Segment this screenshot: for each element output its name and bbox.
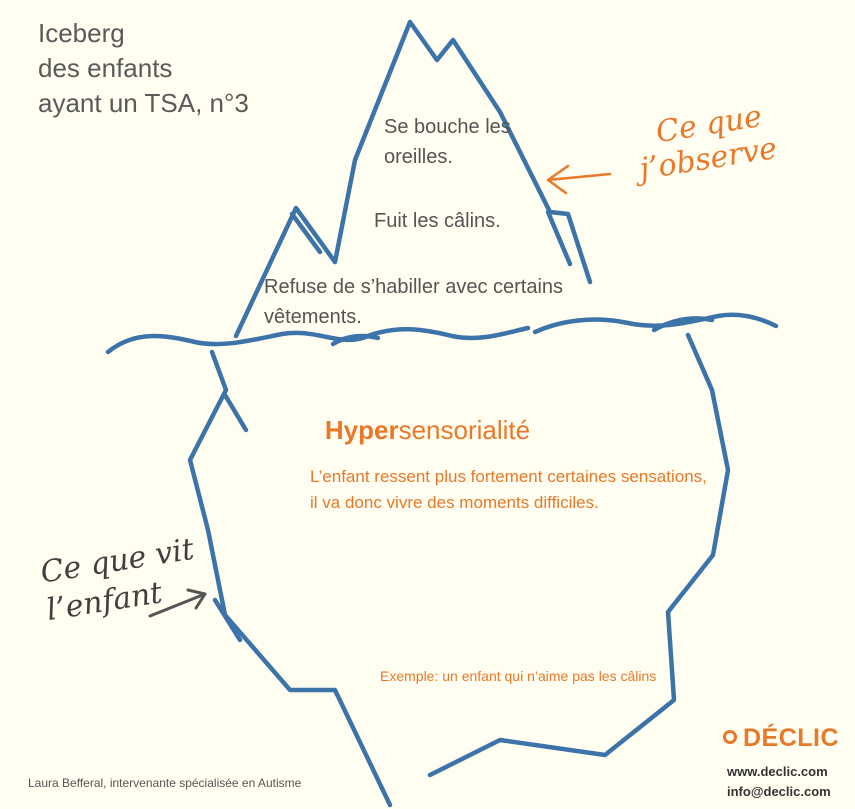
observation-line: Se bouche les xyxy=(384,116,511,138)
observation-line: Refuse de s’habiller avec certains xyxy=(264,276,564,298)
diagram-title: Iceberg des enfants ayant un TSA, n°3 xyxy=(38,16,249,121)
iceberg-body-inner-line xyxy=(222,392,249,433)
observation-line: vêtements. xyxy=(264,306,362,328)
observation-avoids-hugs: Fuit les câlins. xyxy=(374,210,501,232)
core-heading-rest: sensorialité xyxy=(398,415,531,445)
declic-logo: DÉCLIC xyxy=(723,724,839,753)
arrow-observe-icon xyxy=(546,164,612,195)
author-credit: Laura Befferal, intervenante spécialisée… xyxy=(28,776,302,790)
iceberg-tip-inner-line xyxy=(289,211,323,255)
example-text: Exemple: un enfant qui n’aime pas les câ… xyxy=(380,668,657,684)
waterline-wave xyxy=(105,325,531,355)
description-line: L’enfant ressent plus fortement certaine… xyxy=(310,467,707,486)
observation-line: oreilles. xyxy=(384,146,453,168)
core-heading-bold: Hyper xyxy=(324,415,399,445)
title-line: des enfants xyxy=(38,53,173,83)
iceberg-tip-inner-line xyxy=(545,209,573,267)
website-link[interactable]: www.declic.com xyxy=(727,764,828,779)
observation-ear-covering: Se bouche les oreilles. xyxy=(384,112,511,172)
iceberg-body-inner-line xyxy=(212,597,243,643)
title-line: Iceberg xyxy=(38,18,125,48)
description-line: il va donc vivre des moments difficiles. xyxy=(310,493,599,512)
waterline-wave xyxy=(330,333,381,347)
iceberg-body-outline xyxy=(187,349,393,808)
iceberg-tip-outline xyxy=(233,19,593,339)
core-description: L’enfant ressent plus fortement certaine… xyxy=(310,464,707,516)
waterline-wave xyxy=(651,316,715,333)
email-link[interactable]: info@declic.com xyxy=(727,784,831,799)
iceberg-body-outline xyxy=(427,332,731,778)
brand-name: DÉCLIC xyxy=(743,724,840,752)
observation-clothing: Refuse de s’habiller avec certains vêtem… xyxy=(264,272,563,332)
arrow-child-icon xyxy=(148,588,207,618)
core-heading: Hypersensorialité xyxy=(0,415,855,446)
logo-circle-icon xyxy=(723,730,737,744)
title-line: ayant un TSA, n°3 xyxy=(38,88,249,118)
